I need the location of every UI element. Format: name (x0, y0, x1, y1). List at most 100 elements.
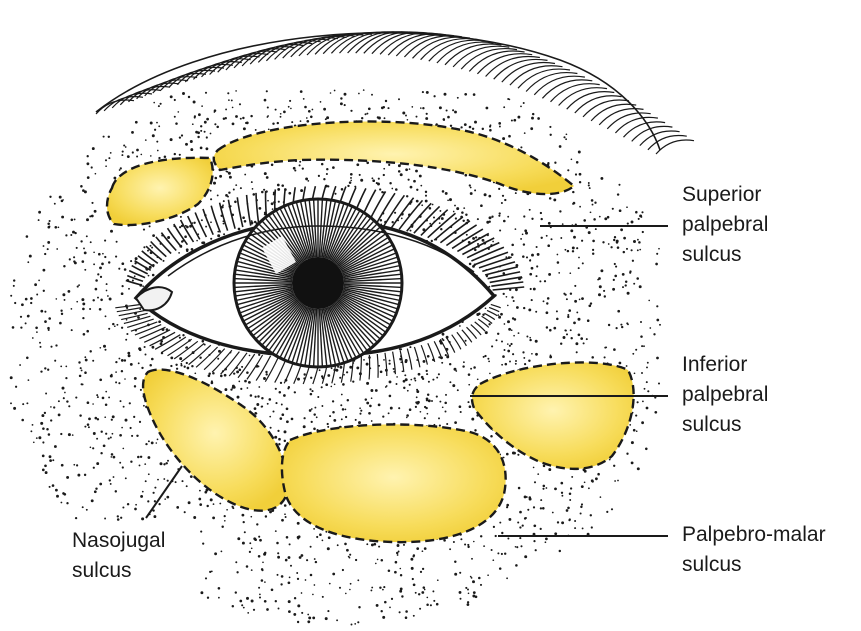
stipple-dot (225, 108, 227, 110)
stipple-dot (277, 122, 279, 124)
stipple-dot (533, 467, 535, 469)
stipple-dot (47, 369, 49, 371)
stipple-dot (44, 253, 46, 255)
stipple-dot (382, 415, 384, 417)
stipple-dot (265, 371, 267, 373)
stipple-dot (319, 369, 321, 371)
stipple-dot (578, 151, 581, 154)
stipple-dot (499, 229, 501, 231)
stipple-dot (429, 207, 432, 210)
stipple-dot (200, 591, 203, 594)
stipple-dot (517, 116, 520, 119)
eyelash (428, 343, 435, 362)
stipple-dot (504, 199, 506, 201)
stipple-dot (416, 200, 419, 203)
stipple-dot (480, 204, 483, 207)
stipple-dot (366, 382, 369, 385)
stipple-dot (299, 164, 301, 166)
stipple-dot (179, 337, 181, 339)
stipple-dot (251, 600, 254, 603)
stipple-dot (604, 295, 606, 297)
stipple-dot (22, 403, 24, 405)
stipple-dot (152, 134, 155, 137)
stipple-dot (646, 381, 648, 383)
stipple-dot (449, 548, 451, 550)
stipple-dot (655, 263, 658, 266)
stipple-dot (106, 283, 108, 285)
stipple-dot (546, 326, 548, 328)
stipple-dot (488, 323, 490, 325)
stipple-dot (563, 136, 565, 138)
stipple-dot (467, 546, 469, 548)
stipple-dot (589, 187, 591, 189)
stipple-dot (531, 218, 533, 220)
stipple-dot (612, 208, 614, 210)
stipple-dot (341, 418, 343, 420)
stipple-dot (469, 405, 472, 408)
stipple-dot (81, 298, 84, 301)
stipple-dot (236, 571, 238, 573)
stipple-dot (488, 195, 491, 198)
stipple-dot (467, 603, 470, 606)
stipple-dot (472, 580, 475, 583)
stipple-dot (148, 473, 150, 475)
stipple-dot (354, 623, 356, 625)
stipple-dot (162, 260, 164, 262)
stipple-dot (128, 288, 130, 290)
stipple-dot (119, 434, 122, 437)
stipple-dot (560, 482, 563, 485)
stipple-dot (33, 441, 35, 443)
stipple-dot (436, 396, 438, 398)
stipple-dot (591, 526, 593, 528)
stipple-dot (45, 471, 48, 474)
stipple-dot (462, 220, 464, 222)
stipple-dot (288, 556, 291, 559)
stipple-dot (99, 308, 102, 311)
stipple-dot (389, 395, 392, 398)
stipple-dot (637, 467, 640, 470)
stipple-dot (48, 317, 51, 320)
stipple-dot (480, 584, 482, 586)
stipple-dot (432, 379, 434, 381)
stipple-dot (40, 346, 42, 348)
stipple-dot (140, 389, 142, 391)
stipple-dot (334, 383, 336, 385)
stipple-dot (153, 515, 156, 518)
stipple-dot (504, 553, 506, 555)
stipple-dot (346, 371, 348, 373)
stipple-dot (429, 223, 431, 225)
stipple-dot (475, 236, 477, 238)
stipple-dot (542, 507, 545, 510)
stipple-dot (115, 381, 117, 383)
stipple-dot (427, 413, 429, 415)
stipple-dot (233, 372, 235, 374)
eyelash (144, 330, 170, 343)
stipple-dot (306, 117, 308, 119)
stipple-dot (522, 255, 525, 258)
stipple-dot (394, 212, 396, 214)
eyelash (491, 304, 501, 307)
stipple-dot (444, 93, 447, 96)
stipple-dot (511, 329, 513, 331)
eyebrow-stroke (632, 126, 673, 141)
stipple-dot (63, 493, 66, 496)
stipple-dot (193, 222, 195, 224)
stipple-dot (474, 249, 477, 252)
stipple-dot (190, 140, 193, 143)
stipple-dot (389, 363, 391, 365)
stipple-dot (639, 285, 642, 288)
stipple-dot (283, 394, 286, 397)
stipple-dot (335, 369, 338, 372)
stipple-dot (446, 423, 448, 425)
stipple-dot (121, 327, 123, 329)
stipple-dot (110, 456, 112, 458)
stipple-dot (322, 596, 324, 598)
stipple-dot (608, 324, 610, 326)
stipple-dot (378, 404, 381, 407)
stipple-dot (352, 380, 354, 382)
stipple-dot (490, 435, 493, 438)
stipple-dot (36, 437, 38, 439)
stipple-dot (275, 402, 277, 404)
stipple-dot (426, 399, 428, 401)
stipple-dot (214, 109, 217, 112)
